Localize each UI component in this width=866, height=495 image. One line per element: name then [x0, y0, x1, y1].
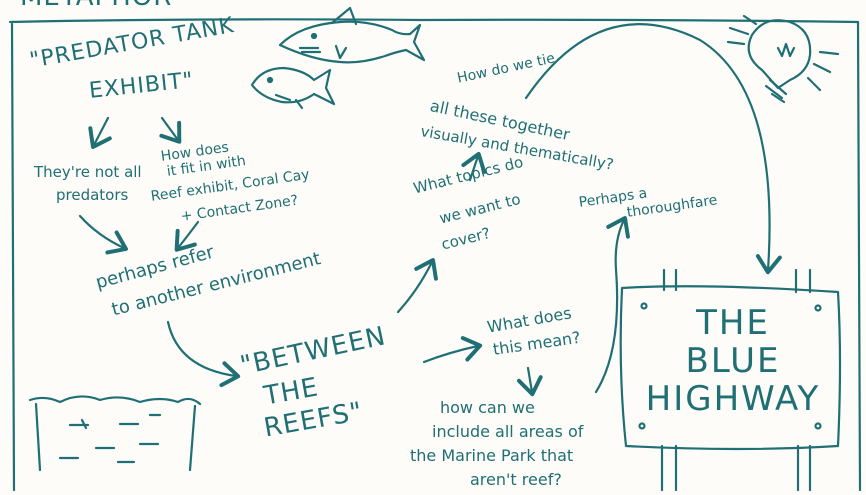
- include-line-1: how can we: [440, 398, 535, 417]
- arrow-between-to-mean: [422, 336, 483, 364]
- arrow-how-fit-to-refer: [174, 220, 200, 252]
- frame-border: [8, 18, 862, 492]
- fish-pond-icon: [28, 395, 202, 472]
- partial-title: METAPHOR: [20, 0, 172, 11]
- include-line-3: the Marine Park that: [410, 446, 574, 465]
- include-line-2: include all areas of: [432, 422, 584, 441]
- arrow-include-to-thoroughfare: [594, 216, 630, 394]
- arrow-refer-to-between: [166, 320, 241, 388]
- lightbulb-icon: [726, 14, 840, 104]
- not-all-line-1: They're not all: [34, 163, 142, 181]
- include-line-4: aren't reef?: [470, 470, 562, 489]
- sign-line-2: BLUE: [685, 341, 781, 381]
- arrow-not-all-to-refer: [78, 214, 128, 255]
- arrow-between-to-topics: [396, 258, 438, 314]
- arrow-tie-to-sign: [524, 23, 782, 275]
- arrow-topics-to-tie: [461, 151, 487, 182]
- road-sign-icon: [619, 268, 842, 492]
- fish-icon: [250, 66, 336, 110]
- frame-left: [10, 22, 16, 492]
- arrow-mean-to-include: [516, 366, 543, 397]
- sign-line-1: THE: [696, 303, 770, 343]
- arrow-to-not-all: [88, 116, 112, 149]
- arrow-to-how-fit: [159, 116, 182, 144]
- blue-highway-sign: THE BLUE HIGHWAY: [628, 298, 838, 438]
- not-all-line-2: predators: [56, 186, 129, 204]
- shark-icon: [278, 6, 426, 64]
- sign-line-3: HIGHWAY: [645, 379, 821, 419]
